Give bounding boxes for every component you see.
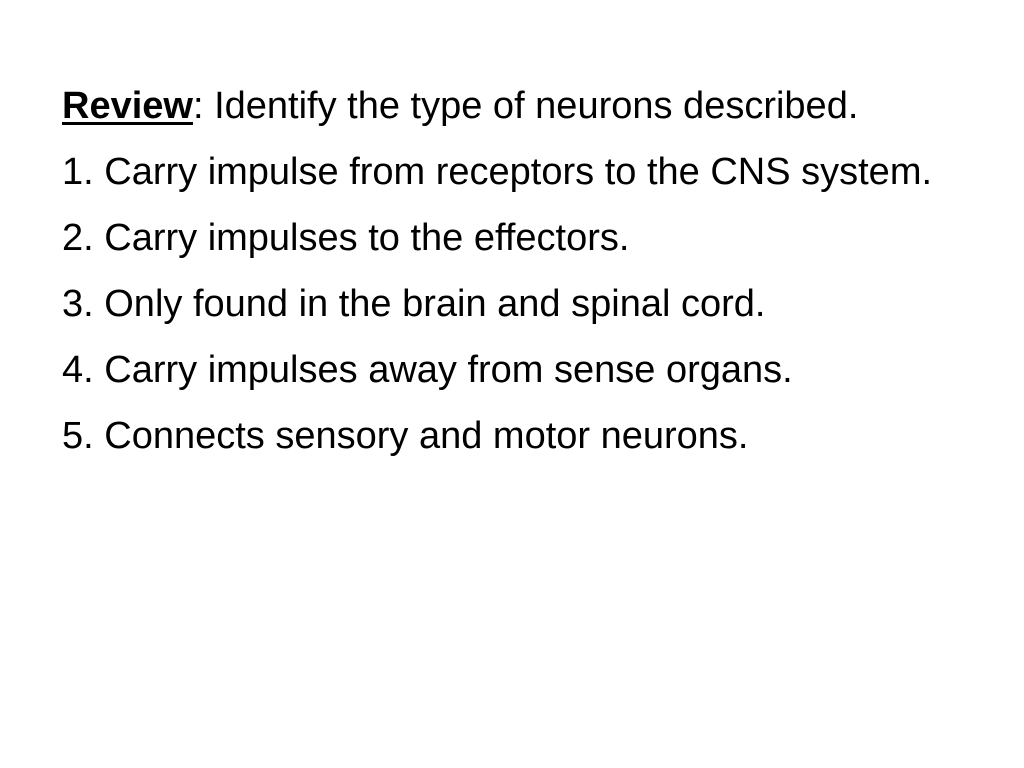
review-colon: : xyxy=(192,85,204,127)
review-text: Identify the type of neurons described. xyxy=(203,85,859,127)
review-label: Review xyxy=(62,85,193,127)
list-item-3: 3. Only found in the brain and spinal co… xyxy=(62,283,766,325)
slide-content: Review: Identify the type of neurons des… xyxy=(62,78,962,474)
list-item-4: 4. Carry impulses away from sense organs… xyxy=(62,349,793,391)
list-item-5: 5. Connects sensory and motor neurons. xyxy=(62,415,749,457)
list-item-1: 1. Carry impulse from receptors to the C… xyxy=(62,151,933,193)
list-item-2: 2. Carry impulses to the effectors. xyxy=(62,217,630,259)
review-instruction: Review: Identify the type of neurons des… xyxy=(62,78,962,134)
